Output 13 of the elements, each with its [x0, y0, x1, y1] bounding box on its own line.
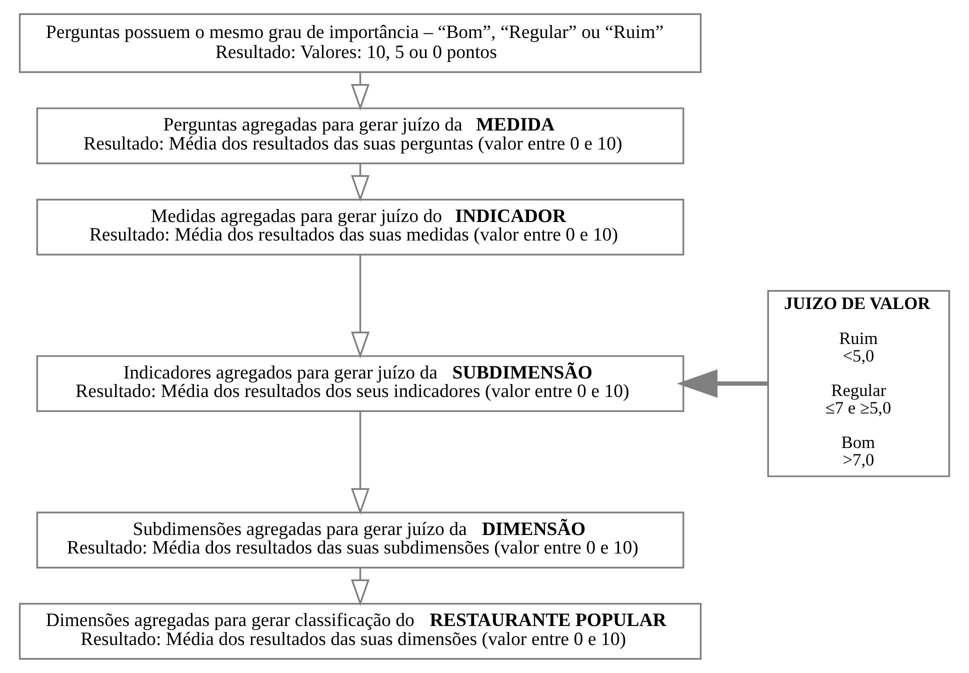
node-box: Dimensões agregadas para gerar classificação do RESTAURANTE POPULAR Resultado: Média dos resultados das suas dimensões (valor entre 0 e 10)	[18, 602, 702, 660]
arrow	[350, 164, 370, 202]
node-box: Indicadores agregados para gerar juízo da SUBDIMENSÃO Resultado: Média dos resultados dos seus indicadores (valor entre 0 e 10)	[36, 355, 684, 412]
arrow	[350, 568, 370, 606]
node-box: JUIZO DE VALOR Ruim <5,0 Regular ≤7 e ≥5,0 Bom >7,0	[767, 290, 950, 478]
node-box: Medidas agregadas para gerar juízo do INDICADOR Resultado: Média dos resultados das suas medidas (valor entre 0 e 10)	[36, 198, 684, 256]
arrow	[350, 412, 370, 515]
arrow	[350, 72, 370, 111]
node-box: Perguntas possuem o mesmo grau de importância – “Bom”, “Regular” ou “Ruim” Resultado: Valores: 10, 5 ou 0 pontos	[18, 13, 702, 73]
arrow	[350, 255, 370, 358]
arrow	[676, 369, 768, 398]
node-box: Perguntas agregadas para gerar juízo da MEDIDA Resultado: Média dos resultados das suas perguntas (valor entre 0 e 10)	[36, 107, 684, 164]
node-box: Subdimensões agregadas para gerar juízo da DIMENSÃO Resultado: Média dos resultados das suas subdimensões (valor entre 0 e 10)	[36, 512, 684, 568]
